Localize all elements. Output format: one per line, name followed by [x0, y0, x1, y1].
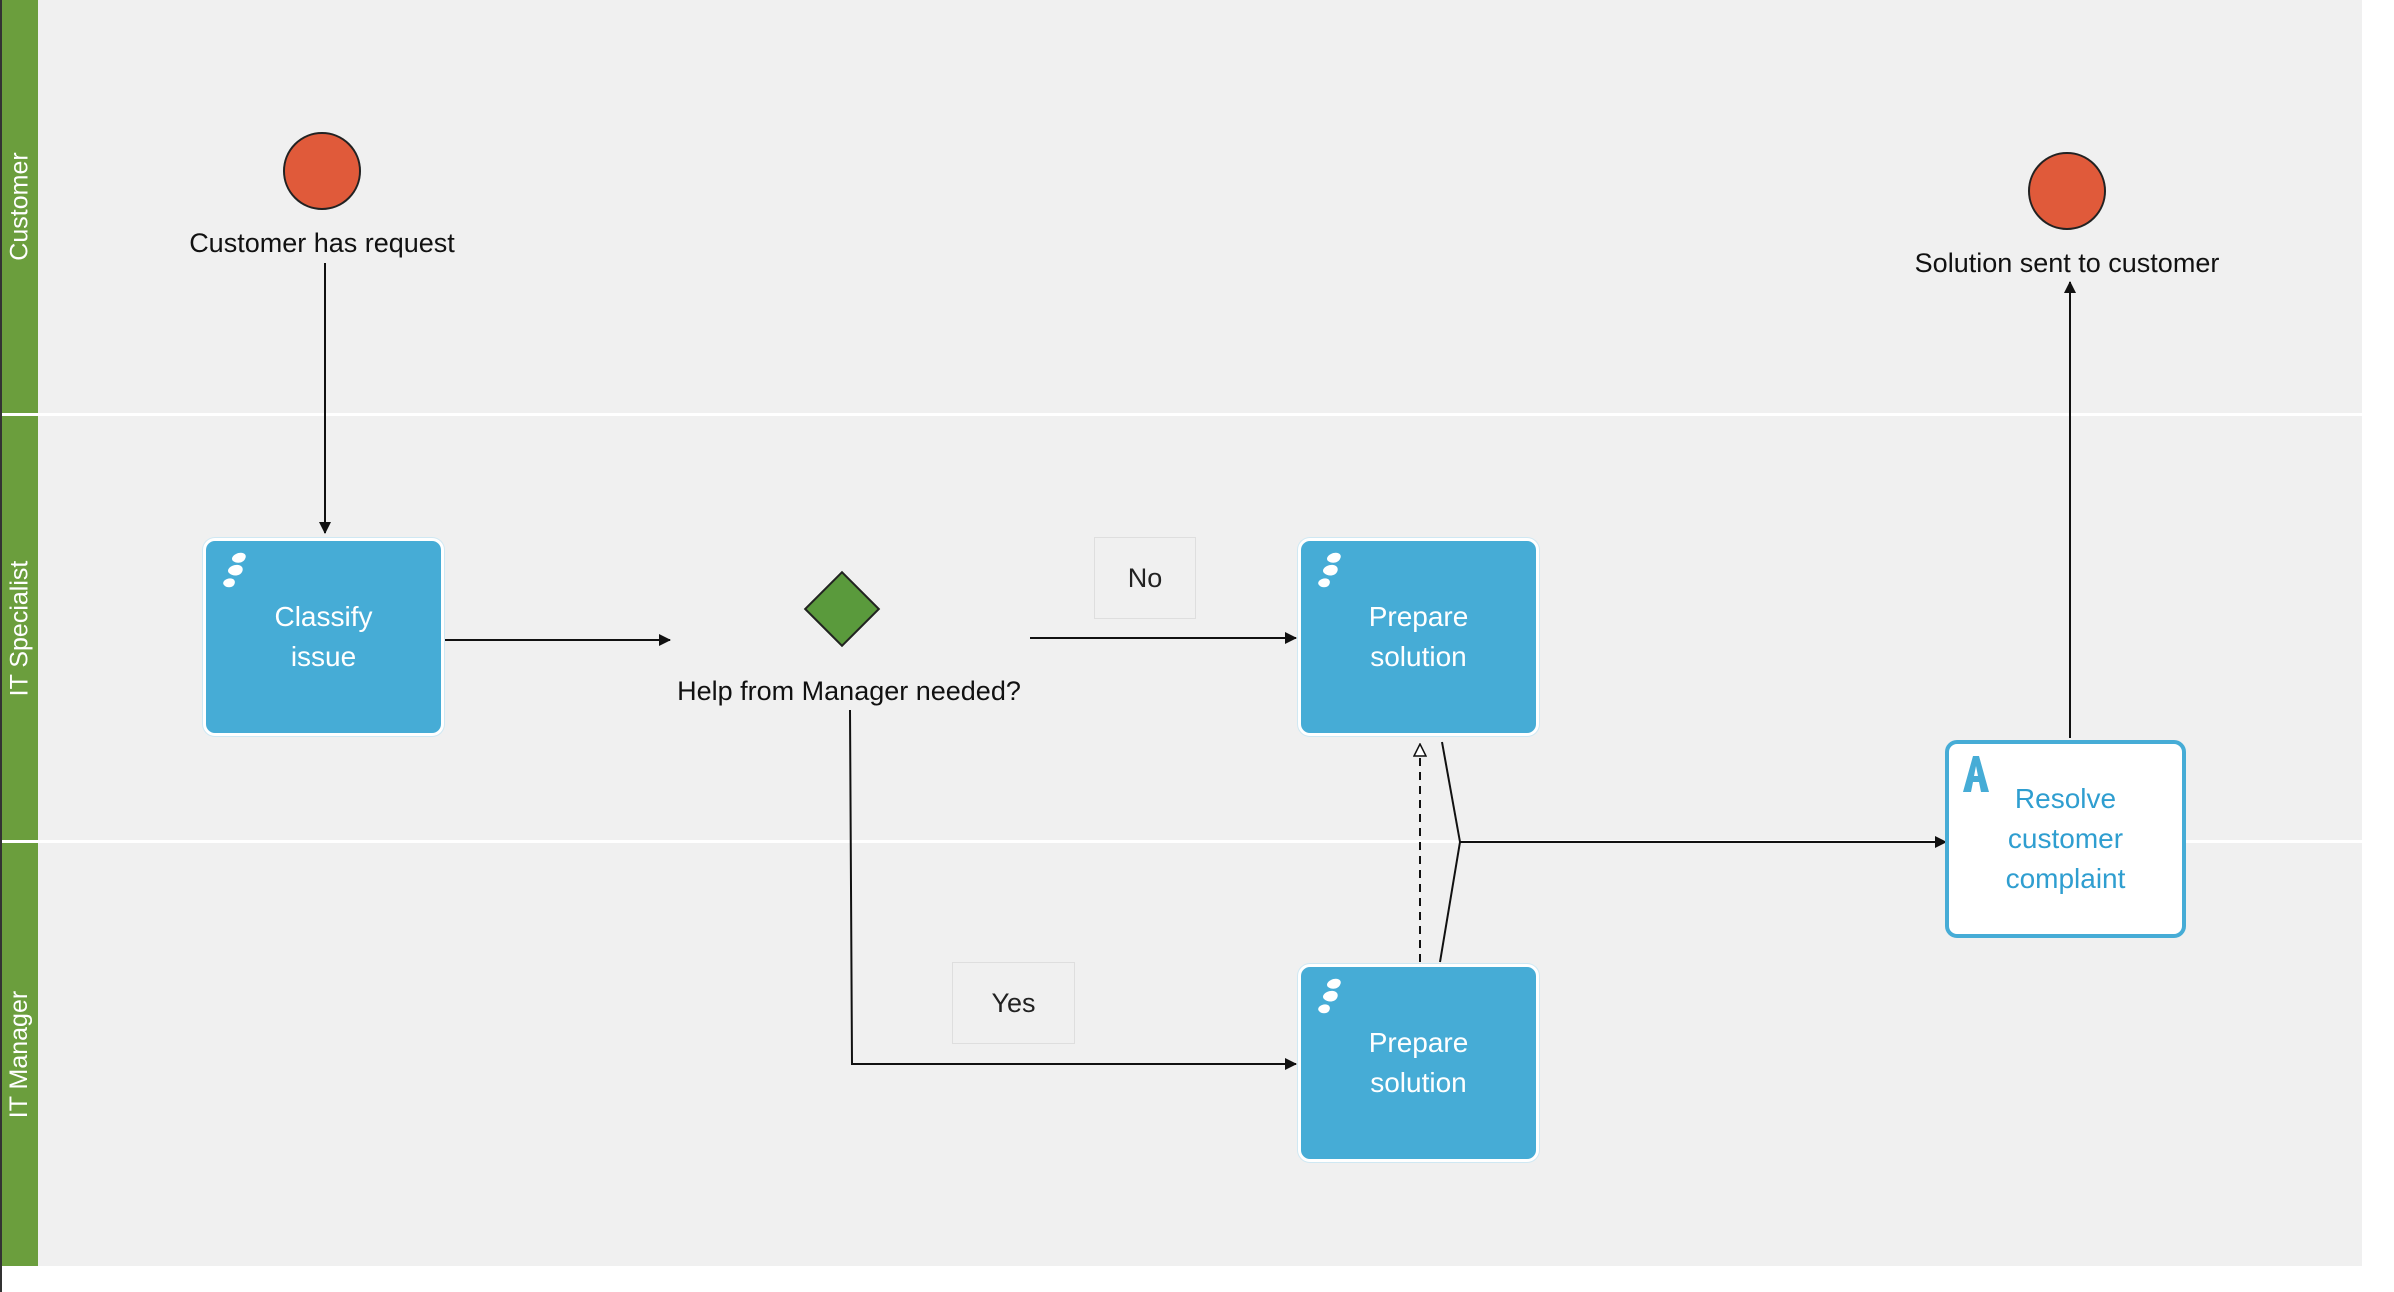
flow-label-yes[interactable]: Yes: [952, 962, 1075, 1044]
flow-label-no[interactable]: No: [1094, 537, 1196, 619]
user-task-icon: [223, 552, 246, 588]
lane-header-it-manager[interactable]: IT Manager: [2, 843, 38, 1266]
canvas-left-edge: [0, 0, 2, 1292]
start-event[interactable]: [283, 132, 361, 210]
road-icon: [1963, 756, 1989, 792]
task-resolve-customer-complaint[interactable]: Resolve customer complaint: [1945, 740, 2186, 938]
task-label: Resolve customer complaint: [2005, 783, 2126, 894]
user-task-icon: [1318, 552, 1341, 588]
task-classify-issue[interactable]: Classify issue: [203, 538, 444, 736]
lane-divider: [0, 413, 2362, 416]
lane-header-customer[interactable]: Customer: [2, 0, 38, 416]
task-label: Prepare solution: [1368, 601, 1469, 672]
end-event[interactable]: [2028, 152, 2106, 230]
task-prepare-solution-specialist[interactable]: Prepare solution: [1298, 538, 1539, 736]
task-label: Classify issue: [274, 601, 373, 672]
end-event-label: Solution sent to customer: [1914, 248, 2220, 278]
user-task-icon: [1318, 978, 1341, 1014]
lane-divider: [0, 840, 2362, 843]
lane-customer: [0, 0, 2362, 414]
flow-merge-specialist[interactable]: [1441, 741, 1461, 843]
lane-header-it-specialist[interactable]: IT Specialist: [2, 416, 38, 843]
start-event-label: Customer has request: [189, 228, 455, 258]
task-label: Prepare solution: [1368, 1027, 1469, 1098]
flow-gateway-yes[interactable]: [849, 709, 1297, 1070]
flow-merge-manager[interactable]: [1439, 841, 1461, 963]
gateway-label: Help from Manager needed?: [677, 676, 1021, 706]
task-prepare-solution-manager[interactable]: Prepare solution: [1298, 964, 1539, 1162]
